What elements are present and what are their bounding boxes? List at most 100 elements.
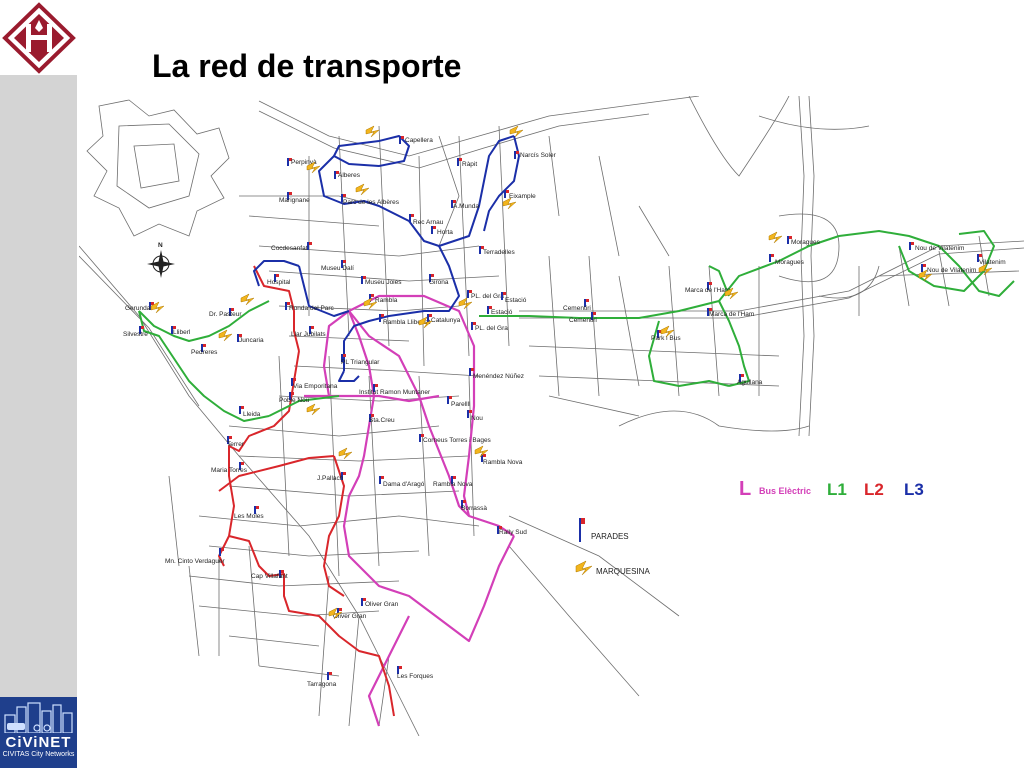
stop-label: Cap Villafant — [251, 573, 288, 580]
route-bus-electric — [304, 294, 515, 727]
legend-l2: L2 — [864, 480, 884, 499]
stop-marker[interactable]: Via Emporitana — [291, 378, 338, 390]
stop-label: Capellera — [405, 137, 433, 144]
stop-label: Cocdesanfat — [271, 245, 308, 252]
stop-marker[interactable]: Dr. Pasteur — [209, 308, 242, 318]
stop-marker[interactable]: Marca de l'Ham — [685, 282, 730, 294]
stop-marker[interactable]: Museu Dalí — [321, 260, 354, 272]
stop-marker[interactable]: Tarragona — [307, 672, 337, 688]
stop-label: Marca de l'Ham — [709, 311, 754, 318]
stop-marker[interactable]: Maria Torres — [211, 462, 248, 474]
stop-marker[interactable]: Alberes — [334, 171, 361, 179]
stop-marker[interactable]: Estació — [487, 306, 513, 316]
stop-marker[interactable]: Nou de Vilatenim — [921, 264, 976, 274]
stop-marker[interactable]: Les Moles — [234, 506, 264, 520]
stop-marker[interactable]: Cementiri — [569, 312, 597, 324]
stop-marker[interactable]: Juncaria — [237, 334, 264, 344]
stop-marker[interactable]: Park i Bus — [651, 330, 681, 342]
stop-marker[interactable]: Nou — [467, 410, 483, 422]
stop-marker[interactable]: Hospital — [267, 274, 291, 286]
stop-marker[interactable]: Mn. Cinto Verdaguer — [165, 548, 225, 565]
stop-marker[interactable]: Rec Arnau — [409, 214, 444, 226]
stop-marker[interactable]: Sta.Creu — [369, 414, 395, 424]
stop-marker[interactable]: Catalunya — [427, 314, 461, 324]
stop-marker[interactable]: Pedreres — [191, 344, 218, 356]
stop-marker[interactable]: Lleida — [239, 406, 261, 418]
stop-marker[interactable]: Les Forques — [397, 666, 434, 680]
stop-marker[interactable]: Rambla Nova — [433, 476, 473, 488]
stop-marker[interactable]: Estació — [501, 292, 527, 304]
stop-marker[interactable]: Horta — [431, 226, 453, 236]
stop-marker[interactable]: Vilatenim — [977, 254, 1006, 266]
stop-label: Borrassà — [461, 505, 487, 512]
stop-marker[interactable]: Agullana — [737, 374, 763, 386]
stop-marker[interactable]: Parc de les Albères — [341, 194, 400, 206]
stop-marker[interactable]: Ràpit — [457, 158, 477, 168]
stop-marker[interactable]: Gerunda — [125, 302, 154, 312]
stop-marker[interactable]: Poble Nou — [279, 392, 310, 404]
stop-marker[interactable]: Moragues — [769, 254, 805, 266]
stop-marker[interactable]: A.Munda — [451, 200, 479, 210]
stop-marker[interactable]: Rally Sud — [497, 526, 527, 536]
shelter-icon — [328, 607, 343, 620]
stop-label: Estació — [505, 297, 527, 304]
stop-marker[interactable]: Corneus Torres i Bages — [419, 434, 492, 444]
stop-marker[interactable]: Llar Jubilats — [291, 326, 326, 338]
stop-marker[interactable]: Museu Joies — [361, 276, 402, 286]
stop-label: Rec Arnau — [413, 219, 444, 226]
stop-marker[interactable]: PL. del Gra — [471, 322, 508, 332]
stop-marker[interactable]: J.Pallach — [317, 472, 346, 482]
stop-marker[interactable]: Oliver Gran — [333, 608, 367, 620]
shelter-icon — [418, 316, 433, 329]
stop-label: Vilatenim — [979, 259, 1006, 266]
stop-marker[interactable]: Cap Villafant — [251, 570, 288, 580]
route-l2 — [218, 265, 395, 717]
stop-marker[interactable]: Cementiri — [563, 299, 591, 312]
legend-l3: L3 — [904, 480, 924, 499]
stop-label: Moragues — [775, 259, 805, 266]
stop-label: Rambla — [375, 297, 398, 304]
shelter-icon — [502, 197, 517, 210]
stop-marker[interactable]: Terrer — [227, 436, 245, 448]
shelters-layer — [150, 125, 993, 620]
stop-marker[interactable]: Eixample — [504, 190, 536, 200]
legend-shelter-icon — [575, 560, 593, 576]
stop-marker[interactable]: Rambla — [369, 294, 398, 304]
legend-shelter-label: MARQUESINA — [596, 567, 650, 576]
brand-name: CiViNET — [5, 734, 72, 751]
stop-marker[interactable]: Capellera — [399, 136, 433, 144]
stop-label: Agullana — [737, 379, 763, 386]
stop-marker[interactable]: Rambla Llibertat — [379, 314, 431, 326]
stop-label: Rambla Nova — [483, 459, 523, 466]
stop-marker[interactable]: PL. del Gra — [467, 290, 504, 300]
stop-label: Dama d'Aragó — [383, 481, 425, 488]
shelter-icon — [509, 125, 524, 138]
stop-marker[interactable]: Moragues — [787, 236, 821, 246]
stop-marker[interactable]: Rambla Nova — [481, 454, 523, 466]
shelter-icon — [724, 287, 739, 300]
stop-marker[interactable]: Cocdesanfat — [271, 242, 312, 252]
stop-marker[interactable]: Parellll — [447, 396, 471, 408]
stop-marker[interactable]: Dama d'Aragó — [379, 476, 425, 488]
stop-label: Oliver Gran — [365, 601, 399, 608]
stop-marker[interactable]: Lliberl — [171, 326, 191, 336]
stop-marker[interactable]: Menéndez Núñez — [469, 368, 524, 380]
stop-marker[interactable]: Borrassà — [461, 500, 487, 512]
compass-north-label: N — [158, 242, 163, 249]
stop-marker[interactable]: Perpinyà — [287, 158, 317, 166]
stop-marker[interactable]: Marca de l'Ham — [707, 308, 754, 318]
stop-marker[interactable]: Institut Ramon Muntaner — [359, 384, 431, 396]
stop-marker[interactable]: Marignane — [279, 192, 310, 204]
stop-marker[interactable]: Silvestre — [123, 326, 148, 338]
stop-label: Les Moles — [234, 513, 264, 520]
stop-marker[interactable]: PL Triangular — [341, 354, 380, 366]
shelter-icon — [978, 263, 993, 276]
stop-marker[interactable]: Ronda del Parc — [285, 302, 335, 312]
stop-marker[interactable]: Terradelles — [479, 246, 516, 256]
civinet-logo: CiViNET CIVITAS City Networks — [0, 697, 77, 768]
stop-marker[interactable]: Narcís Soler — [514, 151, 557, 159]
stop-marker[interactable]: Girona — [429, 274, 449, 286]
city-shield-icon — [2, 2, 76, 74]
stop-marker[interactable]: Oliver Gran — [361, 598, 399, 608]
stop-marker[interactable]: Nou de Vilatenim — [909, 242, 964, 252]
